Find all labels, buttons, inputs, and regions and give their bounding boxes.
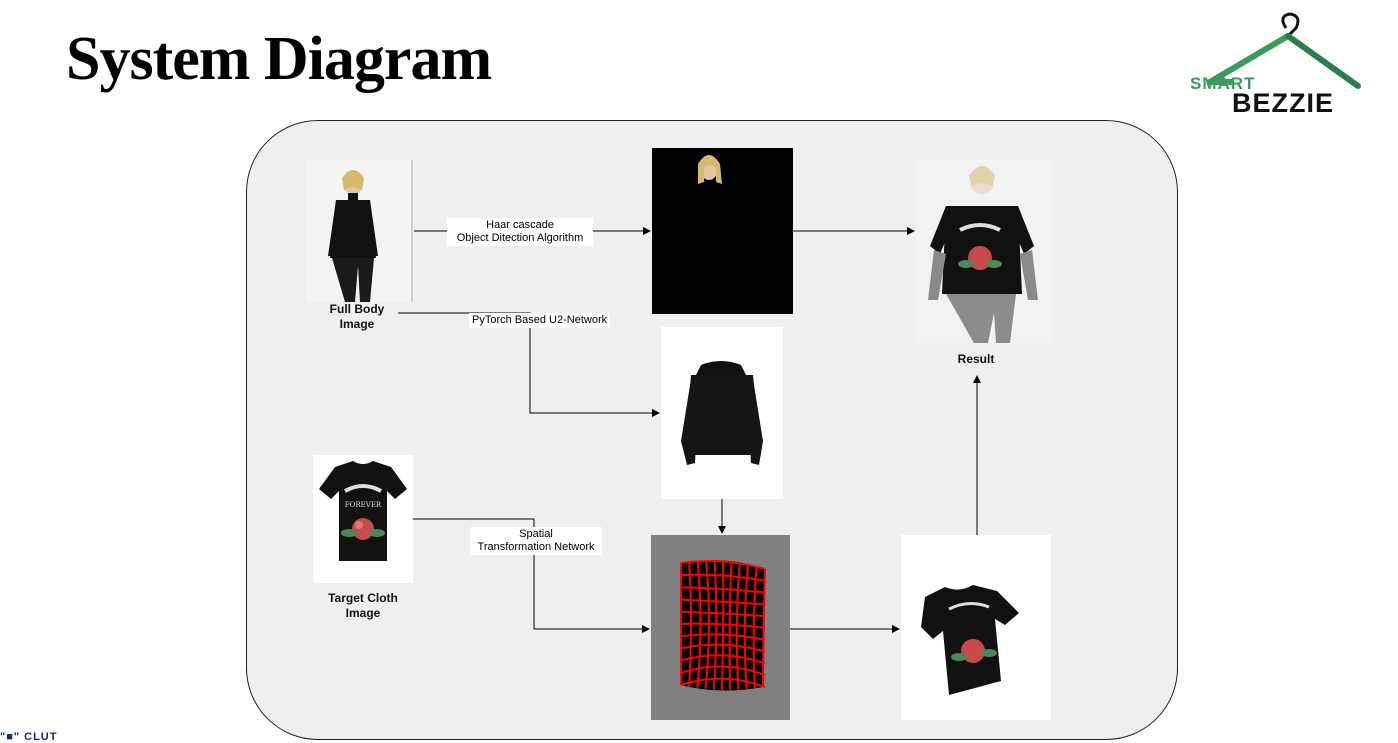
svg-text:FOREVER: FOREVER xyxy=(345,501,382,509)
warp-grid-line xyxy=(712,560,718,690)
warp-grid-line xyxy=(743,564,750,690)
hanger-icon xyxy=(1207,12,1361,89)
stn-label: Spatial Transformation Network xyxy=(470,527,602,555)
warp-grid-image xyxy=(651,535,790,720)
warp-grid-line xyxy=(680,622,766,629)
footer-logo-fragment: "■" CLUT xyxy=(0,731,58,743)
haar-cascade-label: Haar cascade Object Ditection Algorithm xyxy=(447,218,593,246)
warp-grid-line xyxy=(728,561,733,691)
warp-grid-line xyxy=(762,568,766,688)
logo-bezzie-text: BEZZIE xyxy=(1232,88,1335,118)
warped-cloth-image xyxy=(901,535,1051,720)
warp-grid-line xyxy=(680,633,766,641)
warp-grid-line xyxy=(680,665,766,677)
warp-grid-line xyxy=(721,560,725,691)
full-body-label: Full Body Image xyxy=(329,302,385,331)
u2-network-label: PyTorch Based U2-Network xyxy=(469,313,611,328)
target-cloth-label: Target Cloth Image xyxy=(328,591,398,620)
warp-grid-line xyxy=(680,677,766,688)
result-label: Result xyxy=(957,352,995,366)
warp-grid-line xyxy=(680,643,766,653)
target-cloth-image: FOREVER xyxy=(313,455,413,583)
warp-grid-line xyxy=(680,654,766,665)
face-detection-image xyxy=(652,148,793,314)
result-image xyxy=(916,160,1051,343)
page-title: System Diagram xyxy=(66,25,492,93)
logo-smart-text: SMART xyxy=(1190,74,1256,93)
smart-bezzie-logo: SMART BEZZIE xyxy=(1180,10,1380,120)
segmented-cloth-image xyxy=(661,327,783,499)
full-body-image xyxy=(306,160,414,302)
warp-grid-line xyxy=(735,563,741,690)
warp-grid-line xyxy=(752,566,758,689)
